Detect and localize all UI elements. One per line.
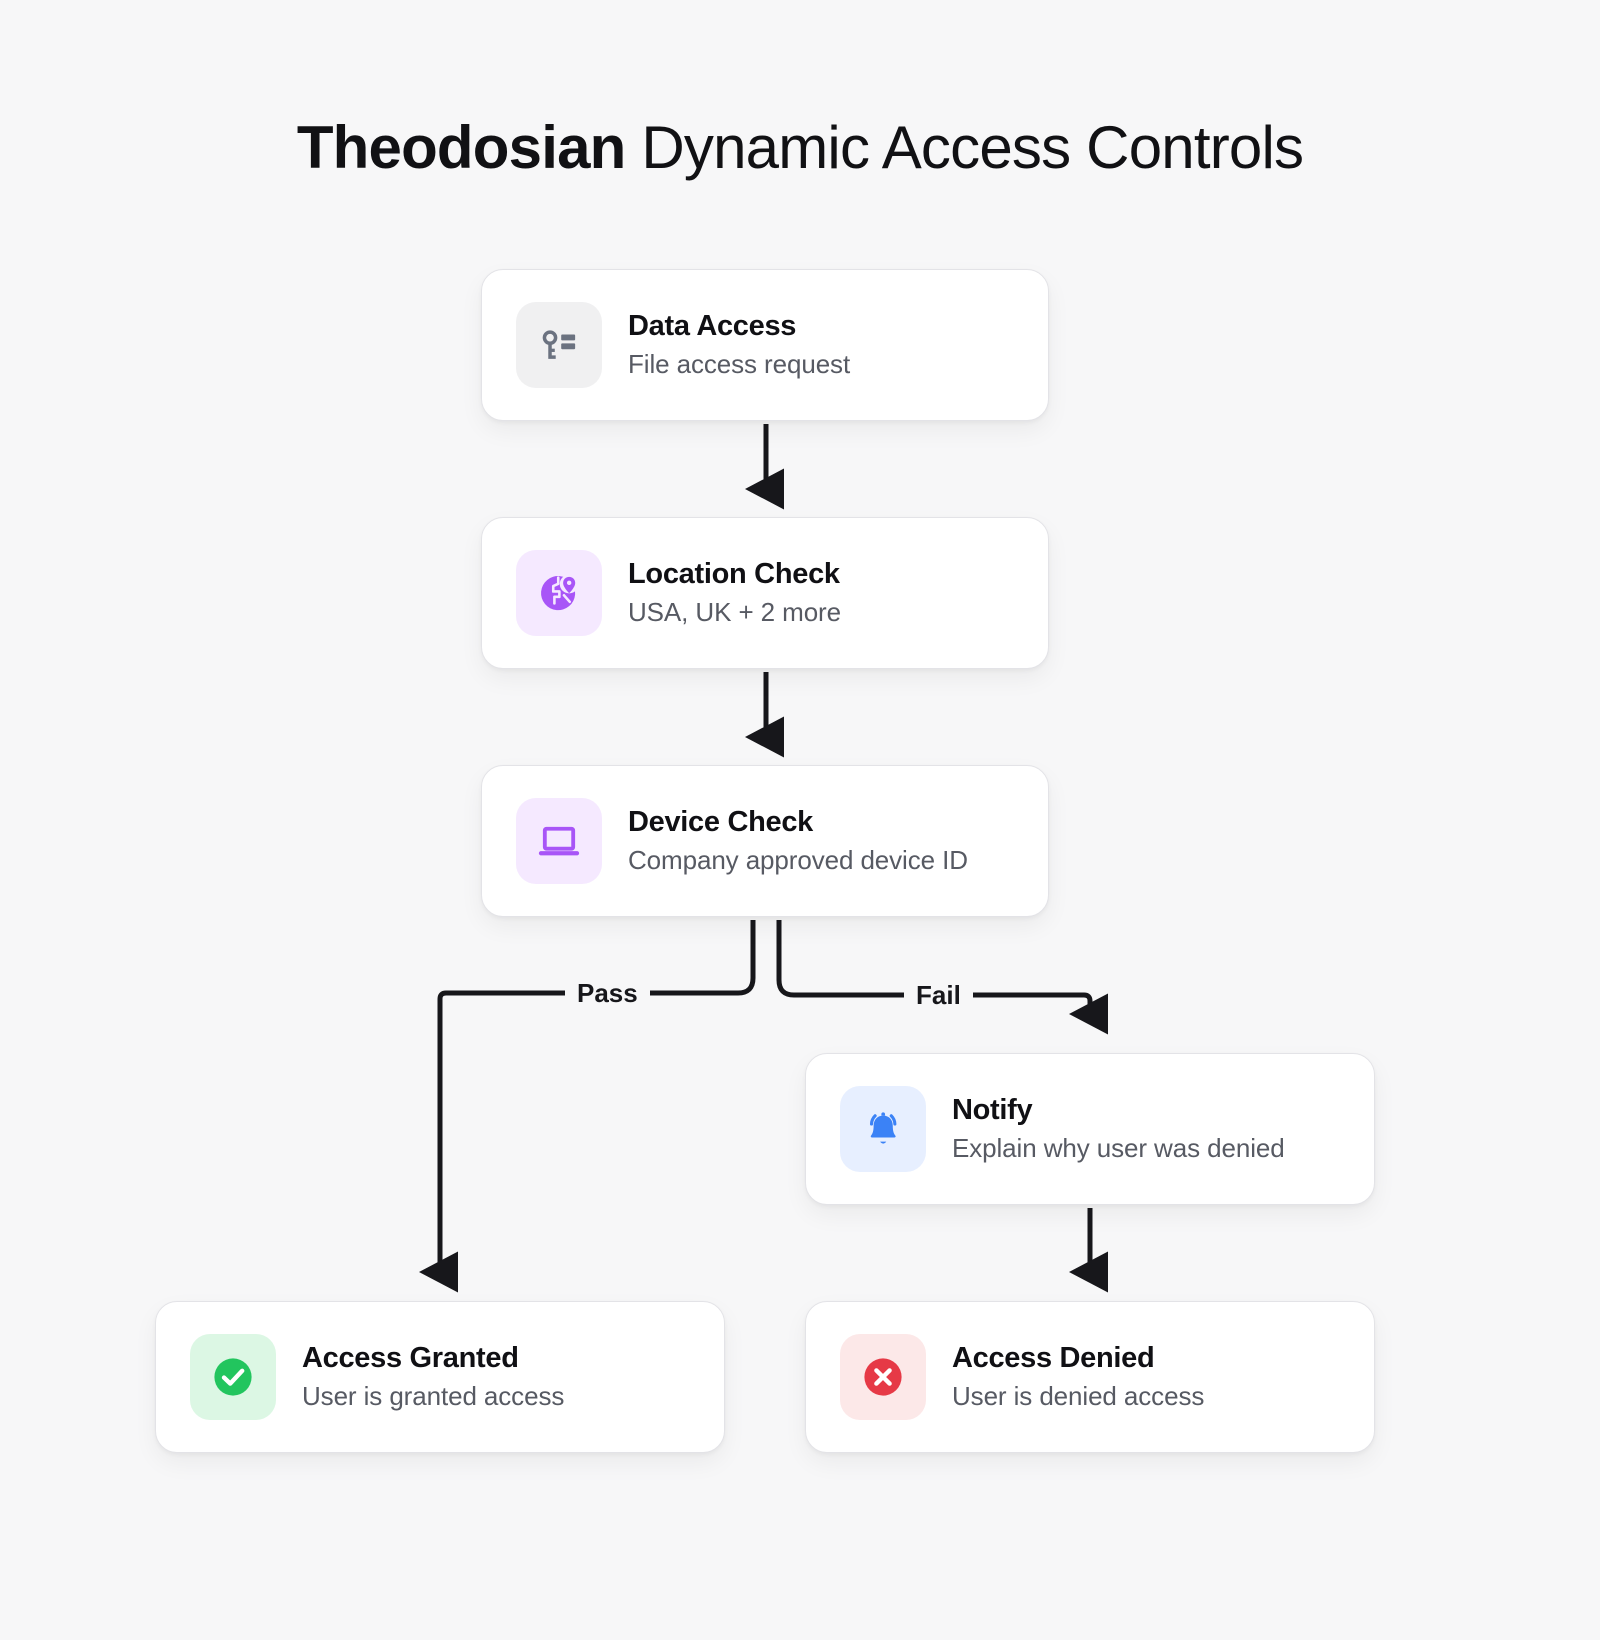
node-card-access-granted[interactable]: Access Granted User is granted access — [155, 1301, 725, 1453]
card-text-access-denied: Access Denied User is denied access — [952, 1342, 1204, 1412]
card-title-notify: Notify — [952, 1094, 1033, 1126]
card-title-location-check: Location Check — [628, 558, 840, 590]
node-card-access-denied[interactable]: Access Denied User is denied access — [805, 1301, 1375, 1453]
card-subtitle-access-granted: User is granted access — [302, 1381, 565, 1411]
icon-tile-device-check — [516, 798, 602, 884]
icon-tile-access-denied — [840, 1334, 926, 1420]
card-text-device-check: Device Check Company approved device ID — [628, 806, 968, 876]
card-title-access-granted: Access Granted — [302, 1342, 519, 1374]
card-text-notify: Notify Explain why user was denied — [952, 1094, 1285, 1164]
bell-icon — [869, 1112, 897, 1144]
icon-tile-data-access — [516, 302, 602, 388]
node-card-data-access[interactable]: Data Access File access request — [481, 269, 1049, 421]
page-title: Theodosian Dynamic Access Controls — [0, 112, 1600, 184]
laptop-icon — [538, 826, 580, 856]
page-title-brand: Theodosian — [296, 114, 626, 181]
card-title-access-denied: Access Denied — [952, 1342, 1155, 1374]
card-title-device-check: Device Check — [628, 806, 814, 838]
edge-label-fail: Fail — [904, 982, 973, 1008]
node-card-device-check[interactable]: Device Check Company approved device ID — [481, 765, 1049, 917]
globe-pin-icon — [541, 574, 579, 611]
key-icon — [542, 330, 576, 359]
edge-label-pass: Pass — [565, 980, 650, 1006]
connector-device-pass-branch — [418, 920, 756, 1293]
card-subtitle-device-check: Company approved device ID — [628, 845, 968, 875]
card-title-data-access: Data Access — [628, 310, 797, 342]
x-circle-icon — [864, 1358, 902, 1396]
icon-tile-location-check — [516, 550, 602, 636]
card-text-access-granted: Access Granted User is granted access — [302, 1342, 564, 1412]
node-card-location-check[interactable]: Location Check USA, UK + 2 more — [481, 517, 1049, 669]
card-subtitle-notify: Explain why user was denied — [952, 1133, 1285, 1163]
card-text-data-access: Data Access File access request — [628, 310, 850, 380]
icon-tile-notify — [840, 1086, 926, 1172]
card-subtitle-access-denied: User is denied access — [952, 1381, 1205, 1411]
card-subtitle-data-access: File access request — [628, 349, 851, 379]
card-subtitle-location-check: USA, UK + 2 more — [628, 597, 841, 627]
card-text-location-check: Location Check USA, UK + 2 more — [628, 558, 841, 628]
icon-tile-access-granted — [190, 1334, 276, 1420]
check-circle-icon — [214, 1358, 252, 1396]
node-card-notify[interactable]: Notify Explain why user was denied — [805, 1053, 1375, 1205]
page-title-rest: Dynamic Access Controls — [625, 114, 1304, 181]
